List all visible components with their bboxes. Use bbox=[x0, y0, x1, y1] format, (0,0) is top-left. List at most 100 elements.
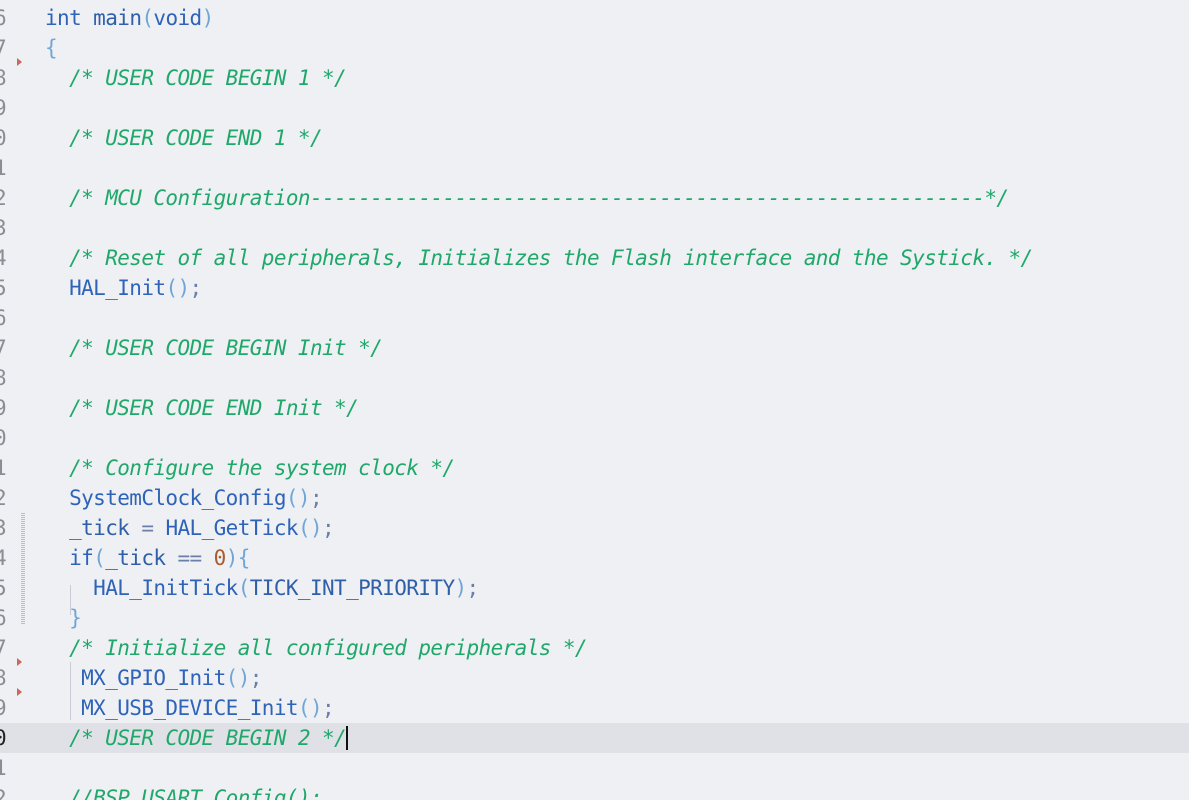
fold-arrow-icon[interactable] bbox=[17, 658, 22, 666]
code-line[interactable]: 9 MX_USB_DEVICE_Init(); bbox=[0, 693, 1189, 723]
code-token: ){ bbox=[225, 546, 251, 570]
code-token: { bbox=[45, 36, 58, 60]
code-text: /* MCU Configuration--------------------… bbox=[45, 183, 1009, 213]
code-token: /* Initialize all configured peripherals… bbox=[45, 636, 587, 660]
code-line[interactable]: 4 /* Reset of all peripherals, Initializ… bbox=[0, 243, 1189, 273]
code-text: /* USER CODE END 1 */ bbox=[45, 123, 323, 153]
code-token: () bbox=[225, 666, 251, 690]
code-text: SystemClock_Config(); bbox=[45, 483, 323, 513]
line-number: 0 bbox=[0, 723, 14, 753]
code-token: /* Reset of all peripherals, Initializes… bbox=[45, 246, 1033, 270]
code-line[interactable]: 1 bbox=[0, 153, 1189, 183]
code-text: /* USER CODE BEGIN 1 */ bbox=[45, 63, 347, 93]
code-token: ) bbox=[201, 6, 215, 30]
code-line-current[interactable]: 0 /* USER CODE BEGIN 2 */ bbox=[0, 723, 1189, 753]
text-cursor bbox=[346, 726, 349, 750]
code-line[interactable]: 1 /* Configure the system clock */ bbox=[0, 453, 1189, 483]
code-line[interactable]: 4 if(_tick == 0){ bbox=[0, 543, 1189, 573]
code-token: ( bbox=[141, 6, 154, 30]
code-text: HAL_InitTick(TICK_INT_PRIORITY); bbox=[45, 573, 479, 603]
code-token: () bbox=[297, 696, 323, 720]
code-line[interactable]: 2 //BSP_USART_Config(); bbox=[0, 783, 1189, 800]
line-number: 5 bbox=[0, 273, 14, 303]
code-line[interactable]: 7 /* Initialize all configured periphera… bbox=[0, 633, 1189, 663]
code-text: } bbox=[45, 603, 82, 633]
line-number: 3 bbox=[0, 513, 14, 543]
code-token: /* USER CODE END Init */ bbox=[45, 396, 359, 420]
line-number: 7 bbox=[0, 633, 14, 663]
code-line[interactable]: 9 bbox=[0, 93, 1189, 123]
code-text: int main(void) bbox=[45, 3, 214, 33]
code-line[interactable]: 6int main(void) bbox=[0, 3, 1189, 33]
code-token: ; bbox=[466, 576, 480, 600]
code-token: ; bbox=[249, 666, 263, 690]
line-number: 9 bbox=[0, 93, 14, 123]
code-token: } bbox=[45, 606, 82, 630]
code-line[interactable]: 7 /* USER CODE BEGIN Init */ bbox=[0, 333, 1189, 363]
line-number: 8 bbox=[0, 663, 14, 693]
fold-arrow-icon[interactable] bbox=[17, 688, 22, 696]
code-token: ( bbox=[237, 576, 251, 600]
code-line[interactable]: 6 bbox=[0, 303, 1189, 333]
code-token: //BSP_USART_Config(); bbox=[45, 786, 323, 800]
code-line[interactable]: 1 bbox=[0, 753, 1189, 783]
line-number: 7 bbox=[0, 333, 14, 363]
code-token: SystemClock_Config bbox=[45, 486, 286, 510]
code-token: ; bbox=[322, 516, 335, 540]
line-number: 0 bbox=[0, 423, 14, 453]
code-token: /* MCU Configuration--------------------… bbox=[45, 186, 1009, 210]
code-token: int bbox=[45, 6, 82, 30]
code-line[interactable]: 2 /* MCU Configuration------------------… bbox=[0, 183, 1189, 213]
code-text: MX_USB_DEVICE_Init(); bbox=[45, 693, 335, 723]
code-token: HAL_Init bbox=[45, 276, 166, 300]
code-text: if(_tick == 0){ bbox=[45, 543, 250, 573]
indent-guide bbox=[70, 662, 71, 720]
code-line[interactable]: 5 HAL_Init(); bbox=[0, 273, 1189, 303]
line-number: 2 bbox=[0, 183, 14, 213]
code-token: /* USER CODE BEGIN 2 */ bbox=[45, 726, 347, 750]
code-line[interactable]: 8 /* USER CODE BEGIN 1 */ bbox=[0, 63, 1189, 93]
line-number: 3 bbox=[0, 213, 14, 243]
line-number: 2 bbox=[0, 783, 14, 800]
code-token: /* USER CODE END 1 */ bbox=[45, 126, 323, 150]
code-line[interactable]: 3 _tick = HAL_GetTick(); bbox=[0, 513, 1189, 543]
code-line[interactable]: 7{ bbox=[0, 33, 1189, 63]
line-number: 5 bbox=[0, 573, 14, 603]
line-number: 9 bbox=[0, 693, 14, 723]
code-text: HAL_Init(); bbox=[45, 273, 202, 303]
code-text: { bbox=[45, 33, 58, 63]
fold-arrow-icon[interactable] bbox=[17, 58, 22, 66]
code-token: ; bbox=[322, 696, 335, 720]
code-line[interactable]: 6 } bbox=[0, 603, 1189, 633]
code-token: ; bbox=[189, 276, 203, 300]
code-token: TICK_INT_PRIORITY bbox=[249, 576, 455, 600]
line-number: 2 bbox=[0, 483, 14, 513]
line-number: 0 bbox=[0, 123, 14, 153]
code-line[interactable]: 0 bbox=[0, 423, 1189, 453]
line-number: 1 bbox=[0, 753, 14, 783]
code-text: //BSP_USART_Config(); bbox=[45, 783, 323, 800]
code-token: /* USER CODE BEGIN 1 */ bbox=[45, 66, 347, 90]
code-line[interactable]: 9 /* USER CODE END Init */ bbox=[0, 393, 1189, 423]
code-token: void bbox=[153, 6, 202, 30]
code-text: /* USER CODE BEGIN 2 */ bbox=[45, 723, 349, 753]
code-line[interactable]: 8 bbox=[0, 363, 1189, 393]
code-token: () bbox=[285, 486, 311, 510]
line-number: 1 bbox=[0, 453, 14, 483]
code-line[interactable]: 8 MX_GPIO_Init(); bbox=[0, 663, 1189, 693]
line-number: 6 bbox=[0, 303, 14, 333]
code-token: _tick bbox=[105, 546, 178, 570]
change-indicator bbox=[21, 513, 25, 625]
line-number: 8 bbox=[0, 63, 14, 93]
code-line[interactable]: 0 /* USER CODE END 1 */ bbox=[0, 123, 1189, 153]
code-token: ( bbox=[93, 546, 106, 570]
code-line[interactable]: 3 bbox=[0, 213, 1189, 243]
line-number: 4 bbox=[0, 543, 14, 573]
code-token: ) bbox=[454, 576, 467, 600]
code-line[interactable]: 5 HAL_InitTick(TICK_INT_PRIORITY); bbox=[0, 573, 1189, 603]
line-number: 6 bbox=[0, 603, 14, 633]
code-token: if bbox=[45, 546, 94, 570]
code-token: main bbox=[81, 6, 142, 30]
code-line[interactable]: 2 SystemClock_Config(); bbox=[0, 483, 1189, 513]
